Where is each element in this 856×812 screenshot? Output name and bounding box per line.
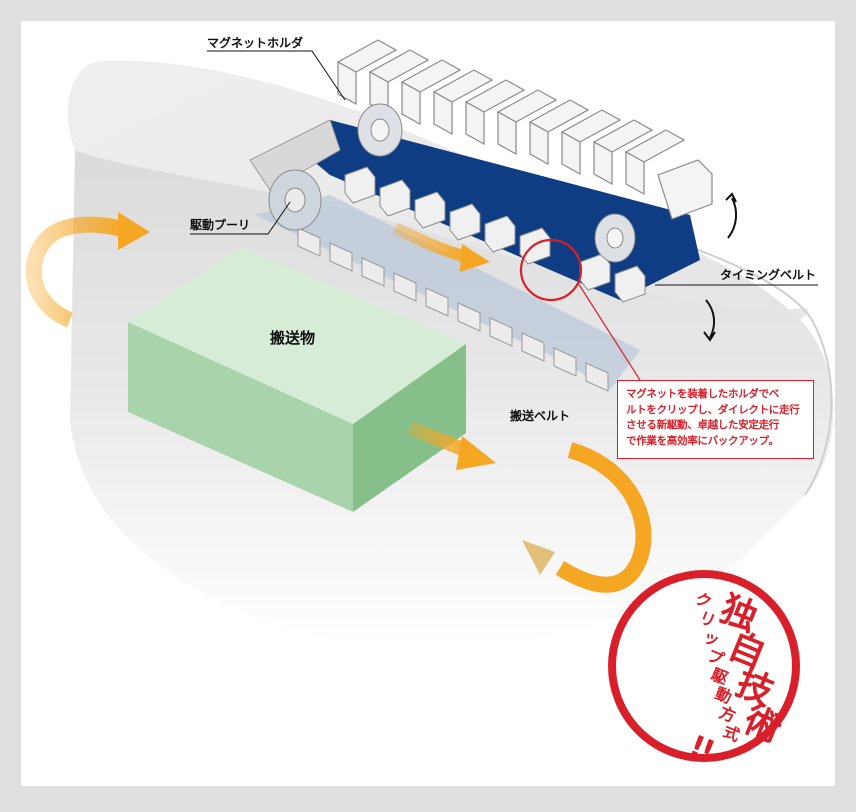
label-magnet-holder: マグネットホルダ (207, 36, 304, 50)
callout-line: ルトをクリップし、ダイレクトに走行 (626, 403, 800, 416)
label-conveyed-object: 搬送物 (270, 329, 316, 347)
flow-arrows (25, 212, 652, 593)
conveyed-object (128, 247, 466, 512)
rotation-arrows (703, 192, 738, 342)
timing-belt-lower (255, 195, 640, 392)
callout-line: マグネットを装着したホルダでベ (626, 388, 779, 400)
highlight-circle (519, 238, 583, 302)
label-timing-belt: タイミングベルト (720, 268, 817, 282)
magnet-holder-chain (249, 39, 713, 303)
feature-callout: マグネットを装着したホルダでベ ルトをクリップし、ダイレクトに走行 させる新駆動… (617, 380, 814, 459)
callout-line: させる新駆動、卓越した安定走行 (626, 419, 779, 431)
callout-line: で作業を高効率にバックアップ。 (626, 434, 779, 447)
drive-pulley (268, 103, 636, 263)
callout-leader (577, 282, 641, 381)
stamp (608, 570, 800, 762)
label-conveyor-belt: 搬送ベルト (510, 409, 571, 423)
label-drive-pulley: 駆動プーリ (190, 218, 251, 232)
label-leaders (190, 50, 818, 286)
